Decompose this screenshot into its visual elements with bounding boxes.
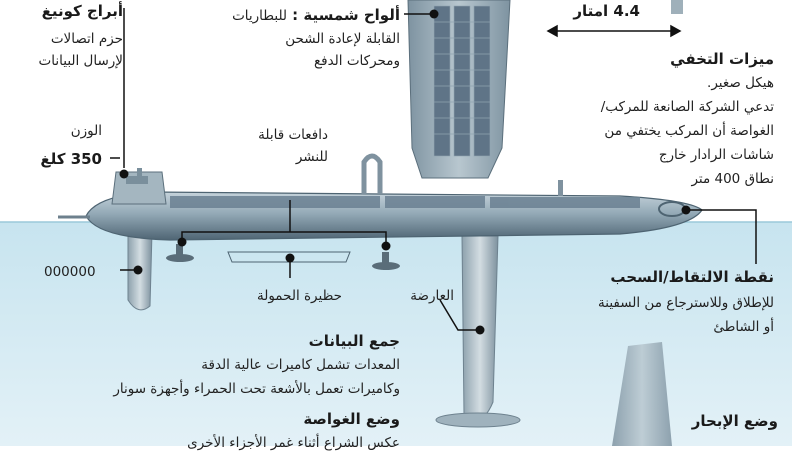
thrusters-label-1: دافعات قابلة xyxy=(258,127,328,143)
sailing-mode-title: وضع الإبحار xyxy=(691,412,778,430)
pickup-line-1: للإطلاق وللاسترجاع من السفينة xyxy=(598,295,774,311)
weight-label: الوزن xyxy=(70,123,102,139)
stealth-line-4: شاشات الرادار خارج xyxy=(658,147,774,163)
submarine-mode-line-1: عكس الشراع أثناء غمر الأجزاء الأخرى xyxy=(187,435,400,451)
mast-top xyxy=(671,0,683,14)
thruster-left xyxy=(166,244,194,262)
data-collection-line-1: المعدات تشمل كاميرات عالية الدقة xyxy=(201,357,400,373)
length-value: 4.4 امتار xyxy=(573,2,640,20)
payload-bay-label: حظيرة الحمولة xyxy=(256,288,342,304)
thrusters-label-2: للنشر xyxy=(295,149,328,165)
kongsberg-title: أبراج كونيغ xyxy=(41,2,123,20)
solar-desc-2: ومحركات الدفع xyxy=(313,53,400,69)
pickup-line-2: أو الشاطئ xyxy=(713,319,774,335)
weight-value: 350 كلغ xyxy=(40,150,102,168)
solar-title-bold: ألواح شمسية : xyxy=(292,6,400,24)
stealth-line-2: تدعي الشركة الصانعة للمركب/ xyxy=(600,99,774,115)
stealth-line-1: هيكل صغير. xyxy=(707,75,774,91)
payload-bay-outline xyxy=(227,251,351,263)
thruster-right xyxy=(372,252,400,270)
comms-tower xyxy=(111,171,167,205)
submarine-mode-title: وضع الغواصة xyxy=(303,410,400,428)
kongsberg-desc-2: لإرسال البيانات xyxy=(38,53,123,69)
stealth-title: ميزات التخفي xyxy=(670,50,774,68)
length-arrow xyxy=(546,24,682,38)
pickup-title: نقطة الالتقاط/السحب xyxy=(610,268,774,286)
kongsberg-desc-1: حزم اتصالات xyxy=(50,31,123,47)
keel-bulb xyxy=(435,412,521,428)
submerged-sail xyxy=(612,342,672,446)
solar-panels xyxy=(433,5,491,157)
leader-dots xyxy=(119,9,691,335)
comms-mast xyxy=(137,168,142,176)
leader-lines xyxy=(110,8,757,331)
data-collection-title: جمع البيانات xyxy=(308,332,400,350)
hull-solar-strip xyxy=(170,196,640,208)
solar-title-rest: للبطاريات xyxy=(232,8,288,24)
data-collection-line-2: وكاميرات تعمل بالأشعة تحت الحمراء وأجهزة… xyxy=(113,381,400,397)
fin-number-label: 000000 xyxy=(44,264,96,280)
solar-desc-1: القابلة لإعادة الشحن xyxy=(285,31,400,47)
stealth-line-5: نطاق 400 متر xyxy=(691,171,774,187)
solar-title: ألواح شمسية : للبطاريات xyxy=(232,4,400,27)
hull-handle xyxy=(361,153,383,194)
bow-mast xyxy=(558,180,563,196)
keel-label: العارضة xyxy=(410,288,454,304)
stealth-line-3: الغواصة أن المركب يختفي من xyxy=(604,123,774,139)
